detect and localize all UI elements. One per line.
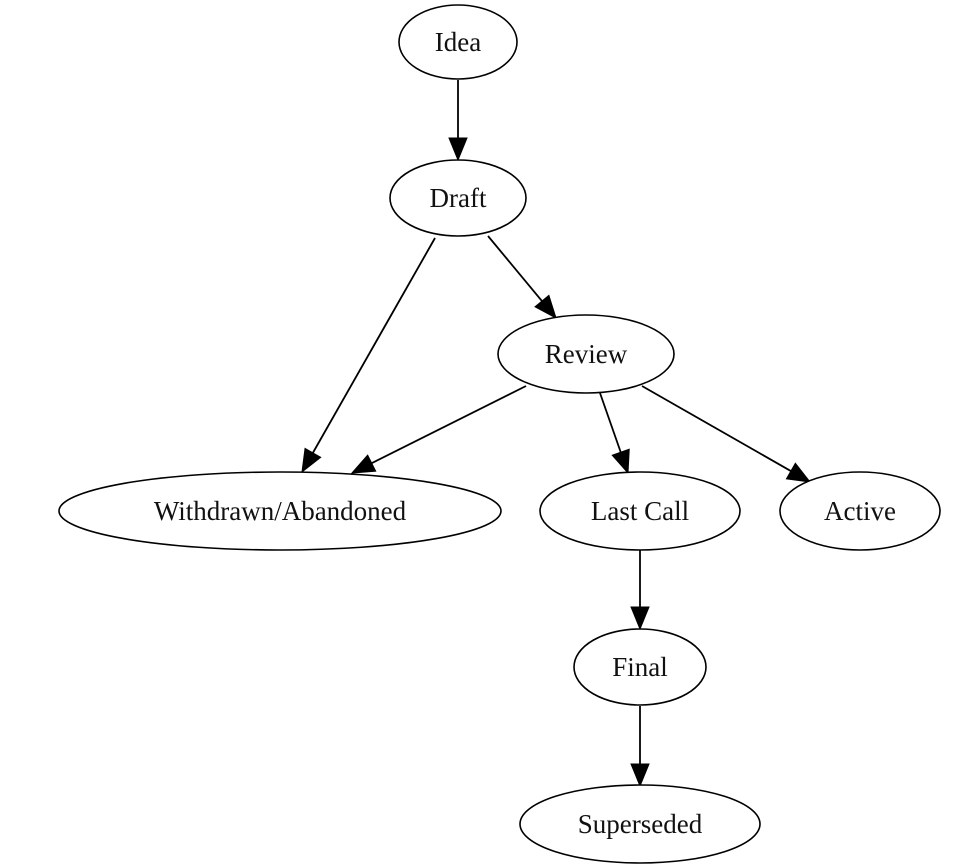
arrowhead-icon (534, 294, 557, 320)
node-withdrawn: Withdrawn/Abandoned (58, 471, 502, 551)
arrowhead-icon (301, 447, 322, 474)
node-final: Final (573, 628, 707, 706)
node-label: Superseded (578, 809, 703, 839)
edge-idea-to-draft (448, 80, 468, 162)
node-label: Active (824, 496, 896, 526)
edge-lastcall-to-final (630, 550, 650, 631)
node-ellipse (389, 159, 527, 237)
node-draft: Draft (389, 159, 527, 237)
node-ellipse (539, 471, 741, 551)
edge-line (487, 235, 543, 302)
node-ellipse (398, 4, 518, 80)
edge-review-to-lastcall (599, 392, 630, 475)
edge-draft-to-withdrawn (301, 237, 436, 474)
node-label: Idea (435, 27, 481, 57)
node-label: Draft (430, 183, 487, 213)
edge-line (312, 237, 436, 454)
edge-line (371, 385, 527, 464)
edge-review-to-withdrawn (350, 385, 527, 474)
arrowhead-icon (448, 137, 468, 162)
edge-line (641, 385, 792, 472)
edges-layer (301, 80, 812, 788)
arrowhead-icon (611, 448, 630, 475)
node-lastcall: Last Call (539, 471, 741, 551)
node-ellipse (497, 314, 675, 394)
arrowhead-icon (630, 606, 650, 631)
node-idea: Idea (398, 4, 518, 80)
node-ellipse (519, 784, 761, 864)
node-label: Final (612, 652, 668, 682)
node-ellipse (779, 471, 941, 551)
node-review: Review (497, 314, 675, 394)
node-label: Last Call (591, 496, 689, 526)
node-active: Active (779, 471, 941, 551)
node-ellipse (573, 628, 707, 706)
edge-draft-to-review (487, 235, 557, 320)
node-ellipse (58, 471, 502, 551)
edge-review-to-active (641, 385, 812, 483)
arrowhead-icon (630, 763, 650, 788)
node-label: Review (545, 339, 628, 369)
edge-final-to-superseded (630, 706, 650, 788)
arrowhead-icon (350, 454, 377, 474)
arrowhead-icon (785, 462, 812, 483)
node-superseded: Superseded (519, 784, 761, 864)
edge-line (599, 392, 622, 453)
node-label: Withdrawn/Abandoned (154, 496, 407, 526)
